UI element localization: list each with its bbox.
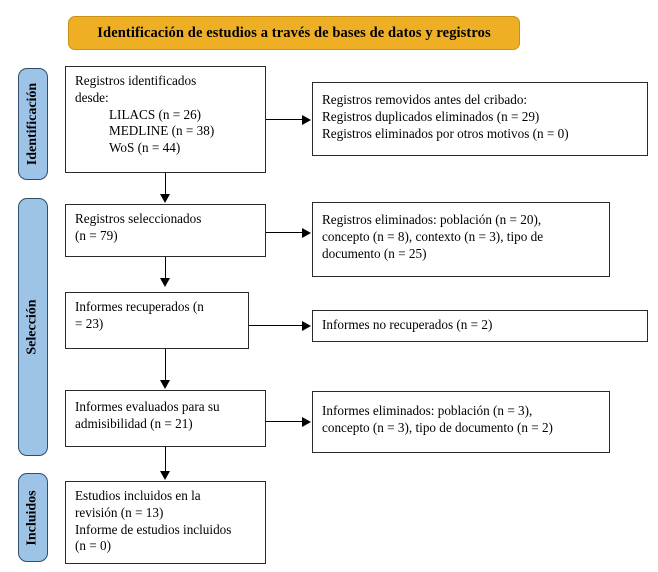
reports-assessed-line-1: Informes evaluados para su xyxy=(75,399,220,414)
box-reports-excluded: Informes eliminados: población (n = 3), … xyxy=(312,391,610,453)
studies-included-line-1: Estudios incluidos en la xyxy=(75,488,201,503)
diagram-title-text: Identificación de estudios a través de b… xyxy=(97,24,491,41)
diagram-title-banner: Identificación de estudios a través de b… xyxy=(68,16,520,50)
box-records-identified: Registros identificados desde: LILACS (n… xyxy=(65,66,266,173)
records-screened-line-2: (n = 79) xyxy=(75,227,118,243)
studies-included-line-4: (n = 0) xyxy=(75,538,112,554)
connector-assessed-to-included xyxy=(165,447,166,472)
connector-screened-to-excluded xyxy=(266,232,302,233)
records-identified-source-wos: WoS (n = 44) xyxy=(109,140,181,156)
reports-retrieved-line-2: = 23) xyxy=(75,315,104,331)
records-removed-line-1: Registros removidos antes del cribado: xyxy=(322,92,528,107)
box-reports-retrieved: Informes recuperados (n = 23) xyxy=(65,292,249,349)
connector-assessed-to-reports-excluded-arrowhead xyxy=(302,416,311,427)
box-records-screened: Registros seleccionados (n = 79) xyxy=(65,204,266,257)
stage-tab-identificacion: Identificación xyxy=(18,68,48,180)
stage-tab-identificacion-label: Identificación xyxy=(25,82,41,166)
box-studies-included: Estudios incluidos en la revisión (n = 1… xyxy=(65,481,266,564)
connector-identified-to-screened xyxy=(165,173,166,195)
box-reports-assessed-eligibility: Informes evaluados para su admisibilidad… xyxy=(65,390,266,447)
reports-retrieved-line-1: Informes recuperados (n xyxy=(75,299,204,314)
connector-retrieved-to-not-retrieved-arrowhead xyxy=(302,320,311,331)
connector-retrieved-to-assessed-arrowhead xyxy=(160,380,170,389)
studies-included-line-2: revisión (n = 13) xyxy=(75,504,164,520)
stage-tab-incluidos-label: Incluidos xyxy=(25,489,40,546)
records-identified-line-1: Registros identificados xyxy=(75,73,197,88)
box-reports-not-retrieved: Informes no recuperados (n = 2) xyxy=(312,310,648,342)
records-removed-line-2: Registros duplicados eliminados (n = 29) xyxy=(322,108,540,124)
records-excluded-line-2: concepto (n = 8), contexto (n = 3), tipo… xyxy=(322,228,544,244)
records-identified-source-medline: MEDLINE (n = 38) xyxy=(109,123,215,139)
reports-not-retrieved-line-1: Informes no recuperados (n = 2) xyxy=(322,317,493,332)
connector-identified-to-removed xyxy=(266,119,302,120)
records-screened-line-1: Registros seleccionados xyxy=(75,211,202,226)
records-identified-source-lilacs: LILACS (n = 26) xyxy=(109,106,202,122)
stage-tab-seleccion-label: Selección xyxy=(25,299,40,355)
reports-assessed-line-2: admisibilidad (n = 21) xyxy=(75,415,193,431)
studies-included-line-3: Informe de estudios incluidos xyxy=(75,521,232,537)
stage-tab-seleccion: Selección xyxy=(18,198,48,456)
records-excluded-line-3: documento (n = 25) xyxy=(322,245,427,261)
connector-identified-to-removed-arrowhead xyxy=(302,114,311,125)
connector-identified-to-screened-arrowhead xyxy=(160,194,170,203)
connector-screened-to-retrieved xyxy=(165,257,166,279)
records-excluded-line-1: Registros eliminados: población (n = 20)… xyxy=(322,212,542,227)
connector-retrieved-to-not-retrieved xyxy=(249,325,302,326)
stage-tab-incluidos: Incluidos xyxy=(18,473,48,562)
box-records-removed-before-screening: Registros removidos antes del cribado: R… xyxy=(312,82,648,156)
reports-excluded-line-2: concepto (n = 3), tipo de documento (n =… xyxy=(322,419,553,435)
connector-screened-to-retrieved-arrowhead xyxy=(160,278,170,287)
connector-assessed-to-reports-excluded xyxy=(266,421,302,422)
reports-excluded-line-1: Informes eliminados: población (n = 3), xyxy=(322,403,533,418)
box-records-excluded: Registros eliminados: población (n = 20)… xyxy=(312,202,610,277)
connector-screened-to-excluded-arrowhead xyxy=(302,227,311,238)
connector-retrieved-to-assessed xyxy=(165,349,166,381)
records-removed-line-3: Registros eliminados por otros motivos (… xyxy=(322,125,569,141)
connector-assessed-to-included-arrowhead xyxy=(160,471,170,480)
records-identified-line-2: desde: xyxy=(75,89,109,105)
